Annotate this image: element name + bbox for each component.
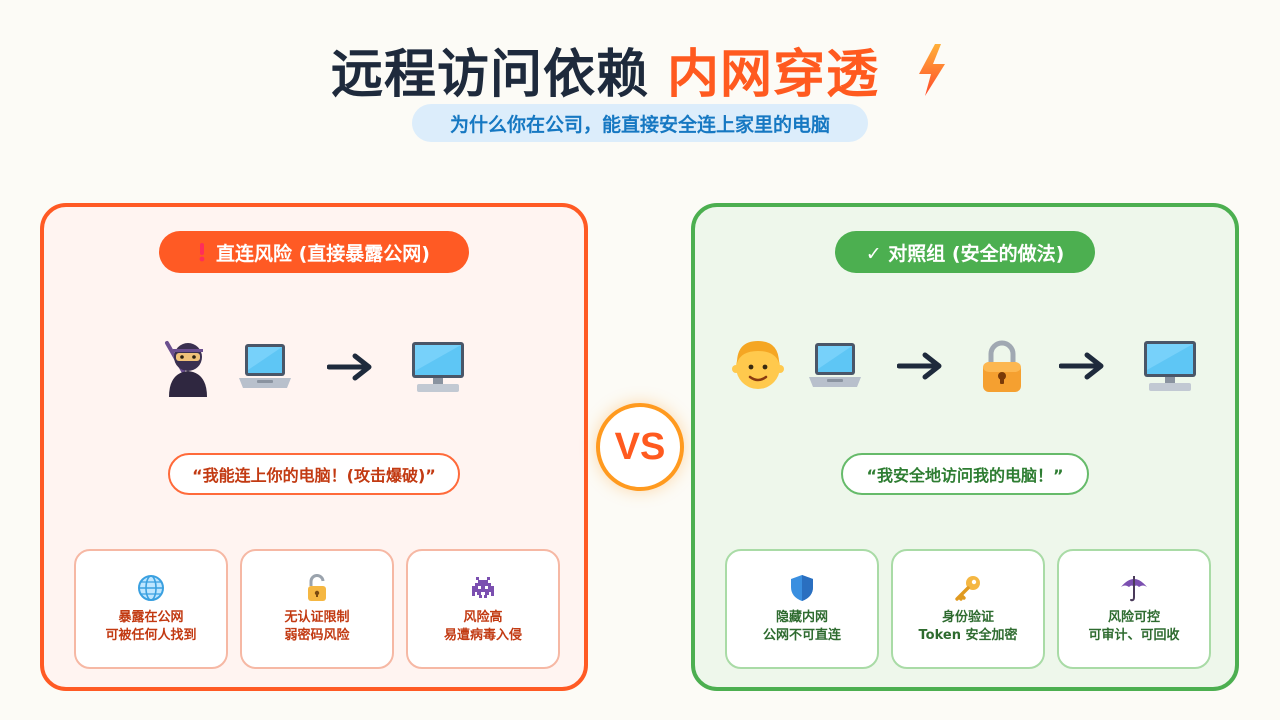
key-icon bbox=[955, 576, 980, 601]
lightning-bolt-icon bbox=[919, 43, 946, 96]
page-title: 远程访问依赖 内网穿透 bbox=[0, 32, 1280, 107]
card-title: 无认证限制 bbox=[284, 610, 350, 625]
card-detail: 公网不可直连 bbox=[762, 628, 841, 643]
attacker-quote: “我能连上你的电脑！(攻击爆破)” bbox=[168, 453, 460, 495]
card-detail: 可审计、可回收 bbox=[1088, 628, 1180, 643]
risk-cards: 暴露在公网 可被任何人找到 无认证限制 弱密码风险 bbox=[74, 549, 560, 669]
card-title: 身份验证 bbox=[941, 610, 994, 625]
exclamation-icon bbox=[199, 243, 205, 262]
vs-badge: VS bbox=[596, 403, 684, 491]
space-invader-icon bbox=[472, 577, 494, 598]
arrow-right-icon bbox=[1059, 352, 1104, 380]
risk-card-exposed: 暴露在公网 可被任何人找到 bbox=[74, 549, 228, 669]
laptop-icon bbox=[809, 343, 861, 387]
card-detail: 易遭病毒入侵 bbox=[443, 628, 522, 643]
card-title: 隐藏内网 bbox=[775, 610, 828, 625]
risk-panel-title: 直连风险 (直接暴露公网) bbox=[216, 242, 430, 265]
shield-icon bbox=[791, 575, 813, 601]
safe-flow bbox=[695, 337, 1235, 395]
laptop-icon bbox=[239, 344, 291, 388]
padlock-icon bbox=[983, 340, 1021, 392]
safe-panel-header: ✓ 对照组 (安全的做法) bbox=[835, 231, 1095, 273]
safe-cards: 隐藏内网 公网不可直连 身份验证 Token 安全加密 风险可控 可审计、可回收 bbox=[725, 549, 1211, 669]
arrow-right-icon bbox=[327, 353, 372, 381]
safe-panel: ✓ 对照组 (安全的做法) bbox=[691, 203, 1239, 691]
card-title: 风险可控 bbox=[1107, 610, 1160, 625]
globe-icon bbox=[138, 575, 164, 601]
title-main: 远程访问依赖 bbox=[330, 45, 649, 105]
user-quote: “我安全地访问我的电脑！” bbox=[841, 453, 1089, 495]
card-detail: 可被任何人找到 bbox=[105, 628, 197, 643]
risk-flow bbox=[44, 337, 584, 397]
arrow-right-icon bbox=[897, 352, 942, 380]
desktop-computer-icon bbox=[1144, 341, 1196, 391]
title-accent: 内网穿透 bbox=[667, 45, 880, 105]
card-detail: Token 安全加密 bbox=[918, 628, 1018, 643]
safe-card-hidden: 隐藏内网 公网不可直连 bbox=[725, 549, 879, 669]
safe-panel-title: ✓ 对照组 (安全的做法) bbox=[865, 242, 1065, 265]
card-detail: 弱密码风险 bbox=[284, 628, 350, 643]
risk-panel: 直连风险 (直接暴露公网) “我能连上你的 bbox=[40, 203, 588, 691]
person-icon bbox=[732, 341, 784, 389]
ninja-icon bbox=[165, 341, 207, 397]
safe-card-auth: 身份验证 Token 安全加密 bbox=[891, 549, 1045, 669]
subtitle: 为什么你在公司，能直接安全连上家里的电脑 bbox=[412, 104, 868, 142]
safe-card-controlled: 风险可控 可审计、可回收 bbox=[1057, 549, 1211, 669]
unlocked-padlock-icon bbox=[308, 574, 326, 601]
risk-panel-header: 直连风险 (直接暴露公网) bbox=[159, 231, 469, 273]
risk-card-virus: 风险高 易遭病毒入侵 bbox=[406, 549, 560, 669]
desktop-computer-icon bbox=[412, 342, 464, 392]
risk-card-no-auth: 无认证限制 弱密码风险 bbox=[240, 549, 394, 669]
card-title: 暴露在公网 bbox=[118, 610, 184, 625]
umbrella-icon bbox=[1121, 576, 1147, 602]
card-title: 风险高 bbox=[463, 610, 503, 625]
